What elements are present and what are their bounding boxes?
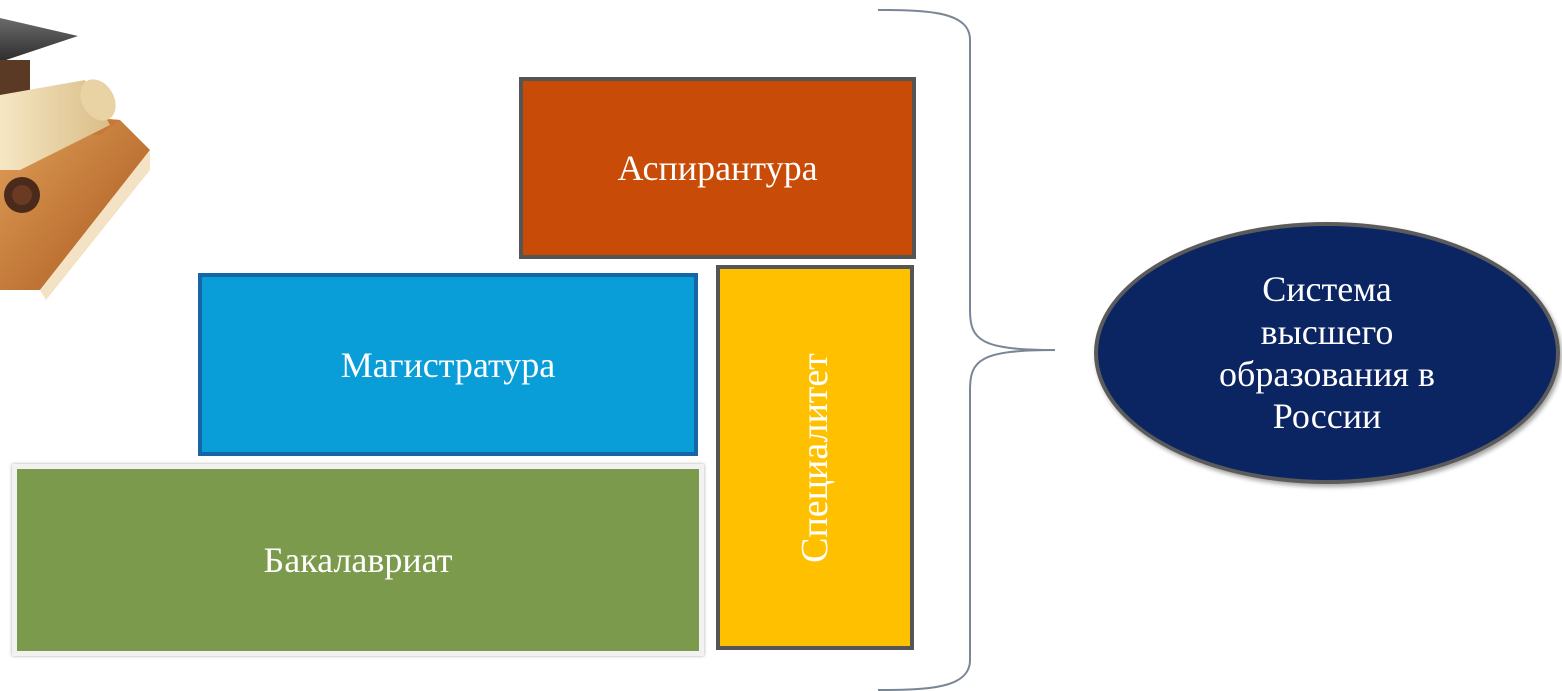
level-specialitet-label: Специалитет xyxy=(794,352,836,563)
level-specialitet: Специалитет xyxy=(716,265,914,650)
level-aspirantura: Аспирантура xyxy=(519,77,916,259)
level-aspirantura-label: Аспирантура xyxy=(617,148,818,188)
system-label: Система высшего образования в России xyxy=(1219,269,1435,437)
graduation-books-diploma-icon xyxy=(0,18,150,300)
right-brace-icon xyxy=(877,9,1056,691)
level-bakalavriat: Бакалавриат xyxy=(12,464,704,656)
system-ellipse: Система высшего образования в России xyxy=(1094,222,1560,484)
level-magistratura: Магистратура xyxy=(198,273,698,456)
level-magistratura-label: Магистратура xyxy=(340,344,556,385)
level-bakalavriat-label: Бакалавриат xyxy=(263,540,453,580)
